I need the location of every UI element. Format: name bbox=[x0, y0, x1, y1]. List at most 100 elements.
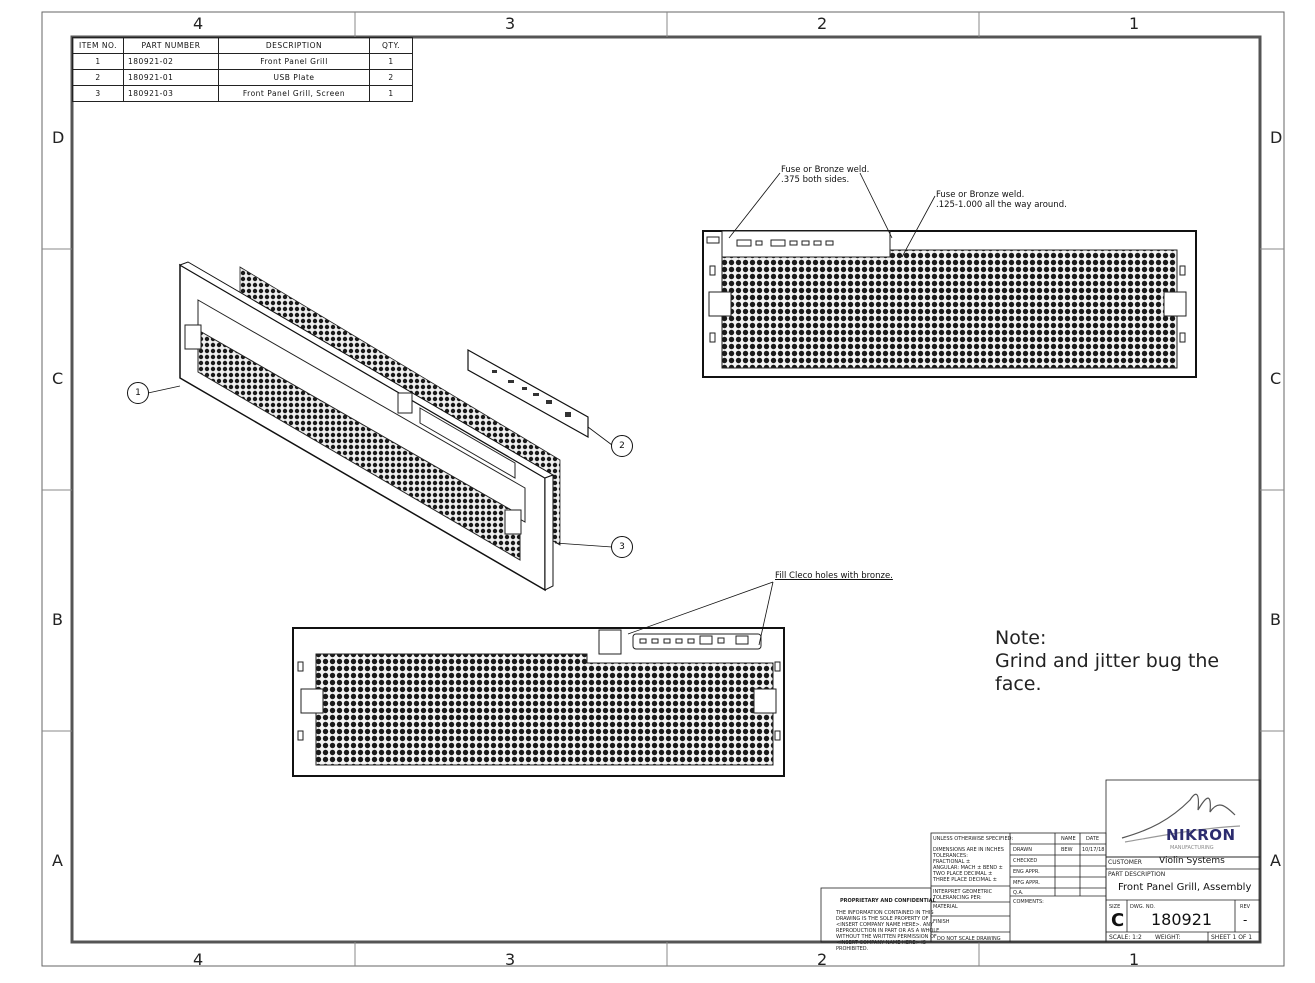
tb-prop-6: PROHIBITED. bbox=[836, 946, 869, 952]
tb-role-qa: Q.A. bbox=[1013, 890, 1024, 896]
tb-scale: SCALE: 1:2 bbox=[1109, 934, 1142, 941]
zone-col-bottom-3: 3 bbox=[505, 950, 516, 969]
logo-text: NIKRON bbox=[1166, 826, 1236, 844]
tb-noscale: DO NOT SCALE DRAWING bbox=[937, 936, 1001, 942]
tb-col-date: DATE bbox=[1086, 836, 1100, 842]
company-logo: NIKRON bbox=[1166, 826, 1236, 844]
bom-header-row: ITEM NO. PART NUMBER DESCRIPTION QTY. bbox=[72, 37, 413, 54]
tb-size-label: SIZE bbox=[1109, 904, 1121, 910]
tb-rev: - bbox=[1243, 913, 1248, 927]
bom-desc: Front Panel Grill bbox=[218, 53, 370, 70]
bom-desc: USB Plate bbox=[218, 69, 370, 86]
tb-role-checked: CHECKED bbox=[1013, 858, 1038, 864]
logo-mark bbox=[1121, 793, 1241, 843]
tb-prop-5: <INSERT COMPANY NAME HERE> IS bbox=[836, 940, 926, 946]
zone-col-top-1: 1 bbox=[1129, 14, 1140, 33]
zone-col-top-2: 2 bbox=[817, 14, 828, 33]
note-body: Grind and jitter bug the face. bbox=[995, 650, 1220, 695]
zone-row-right-d: D bbox=[1270, 128, 1283, 147]
zone-row-left-c: C bbox=[52, 369, 64, 388]
front-view-top bbox=[702, 172, 1197, 378]
front-view-bottom bbox=[292, 581, 785, 777]
tb-role-drawn: DRAWN bbox=[1013, 847, 1032, 853]
weld-note-1: Fuse or Bronze weld. .375 both sides. bbox=[781, 165, 869, 185]
cleco-note: Fill Cleco holes with bronze. bbox=[775, 571, 893, 581]
tb-role-comments: COMMENTS: bbox=[1013, 899, 1044, 905]
tb-proprietary-title: PROPRIETARY AND CONFIDENTIAL bbox=[840, 898, 936, 904]
tb-dims: DIMENSIONS ARE IN INCHES TOLERANCES: FRA… bbox=[933, 847, 1004, 883]
tb-dims-0: DIMENSIONS ARE IN INCHES bbox=[933, 847, 1004, 853]
zone-col-bottom-4: 4 bbox=[193, 950, 204, 969]
bom-qty: 1 bbox=[369, 53, 413, 70]
tb-finish: FINISH bbox=[933, 919, 950, 925]
tb-material: MATERIAL bbox=[933, 904, 958, 910]
tb-proprietary-text: THE INFORMATION CONTAINED IN THIS DRAWIN… bbox=[836, 910, 939, 952]
tb-rev-label: REV bbox=[1240, 904, 1251, 910]
weld-note-1-line1: Fuse or Bronze weld. bbox=[781, 165, 870, 175]
bom-qty: 2 bbox=[369, 69, 413, 86]
zone-col-bottom-1: 1 bbox=[1129, 950, 1140, 969]
tb-dims-2: FRACTIONAL ± bbox=[933, 859, 971, 865]
tb-dwg-label: DWG. NO. bbox=[1130, 904, 1155, 910]
tb-prop-3: REPRODUCTION IN PART OR AS A WHOLE bbox=[836, 928, 940, 934]
balloon-item-1: 1 bbox=[127, 382, 149, 404]
zone-ticks bbox=[42, 12, 1284, 966]
tb-prop-2: <INSERT COMPANY NAME HERE>. ANY bbox=[836, 922, 934, 928]
bom-header-desc: DESCRIPTION bbox=[218, 37, 370, 54]
tb-dwg: 180921 bbox=[1151, 910, 1213, 929]
bom-header-item: ITEM NO. bbox=[72, 37, 124, 54]
bom-part: 180921-02 bbox=[123, 53, 219, 70]
weld-note-1-line2: .375 both sides. bbox=[781, 175, 850, 185]
tb-prop-0: THE INFORMATION CONTAINED IN THIS bbox=[836, 910, 934, 916]
tb-drawn-name: BEW bbox=[1061, 847, 1073, 853]
table-row: 2 180921-01 USB Plate 2 bbox=[72, 69, 413, 86]
tb-sheet: SHEET 1 OF 1 bbox=[1211, 934, 1253, 941]
tb-dims-1: TOLERANCES: bbox=[933, 853, 968, 859]
general-note: Note: Grind and jitter bug the face. bbox=[995, 627, 1235, 696]
tb-prop-1: DRAWING IS THE SOLE PROPERTY OF bbox=[836, 916, 929, 922]
note-title: Note: bbox=[995, 627, 1047, 649]
tb-unless: UNLESS OTHERWISE SPECIFIED: bbox=[933, 836, 1014, 842]
bom-part: 180921-01 bbox=[123, 69, 219, 86]
tb-dims-4: TWO PLACE DECIMAL ± bbox=[933, 871, 993, 877]
zone-row-left-b: B bbox=[52, 610, 63, 629]
tb-size: C bbox=[1111, 910, 1125, 931]
zone-col-bottom-2: 2 bbox=[817, 950, 828, 969]
tb-dims-3: ANGULAR: MACH ± BEND ± bbox=[933, 865, 1003, 871]
logo-sub: MANUFACTURING bbox=[1170, 845, 1214, 851]
tb-col-name: NAME bbox=[1061, 836, 1076, 842]
title-block-lines bbox=[820, 779, 1261, 943]
isometric-exploded-view bbox=[147, 261, 613, 592]
bom-header-qty: QTY. bbox=[369, 37, 413, 54]
weld-note-2: Fuse or Bronze weld. .125-1.000 all the … bbox=[936, 190, 1067, 210]
tb-customer: Violin Systems bbox=[1159, 856, 1225, 866]
weld-note-2-line2: .125-1.000 all the way around. bbox=[936, 200, 1067, 210]
zone-row-left-d: D bbox=[52, 128, 65, 147]
bom-desc: Front Panel Grill, Screen bbox=[218, 85, 370, 102]
zone-row-right-a: A bbox=[1270, 851, 1281, 870]
bom-part: 180921-03 bbox=[123, 85, 219, 102]
tb-drawn-date: 10/17/18 bbox=[1082, 847, 1105, 853]
tb-weight: WEIGHT: bbox=[1155, 934, 1181, 941]
bom-qty: 1 bbox=[369, 85, 413, 102]
tb-interpret-1: TOLERANCING PER: bbox=[933, 895, 982, 901]
weld-note-2-line1: Fuse or Bronze weld. bbox=[936, 190, 1025, 200]
tb-partdesc-label: PART DESCRIPTION bbox=[1108, 871, 1166, 878]
zone-col-top-4: 4 bbox=[193, 14, 204, 33]
table-row: 3 180921-03 Front Panel Grill, Screen 1 bbox=[72, 85, 413, 102]
bom-item: 3 bbox=[72, 85, 124, 102]
bill-of-materials: ITEM NO. PART NUMBER DESCRIPTION QTY. 1 … bbox=[72, 37, 413, 102]
tb-prop-4: WITHOUT THE WRITTEN PERMISSION OF bbox=[836, 934, 937, 940]
balloon-item-3: 3 bbox=[611, 536, 633, 558]
outer-border bbox=[41, 11, 1285, 967]
usb-plate bbox=[467, 348, 589, 439]
tb-partdesc: Front Panel Grill, Assembly bbox=[1118, 882, 1252, 893]
inner-border bbox=[70, 35, 1262, 944]
bom-item: 2 bbox=[72, 69, 124, 86]
tb-customer-label: CUSTOMER bbox=[1108, 859, 1142, 866]
zone-row-right-b: B bbox=[1270, 610, 1281, 629]
tb-role-mfg: MFG APPR. bbox=[1013, 880, 1040, 886]
zone-row-left-a: A bbox=[52, 851, 63, 870]
balloon-item-2: 2 bbox=[611, 435, 633, 457]
